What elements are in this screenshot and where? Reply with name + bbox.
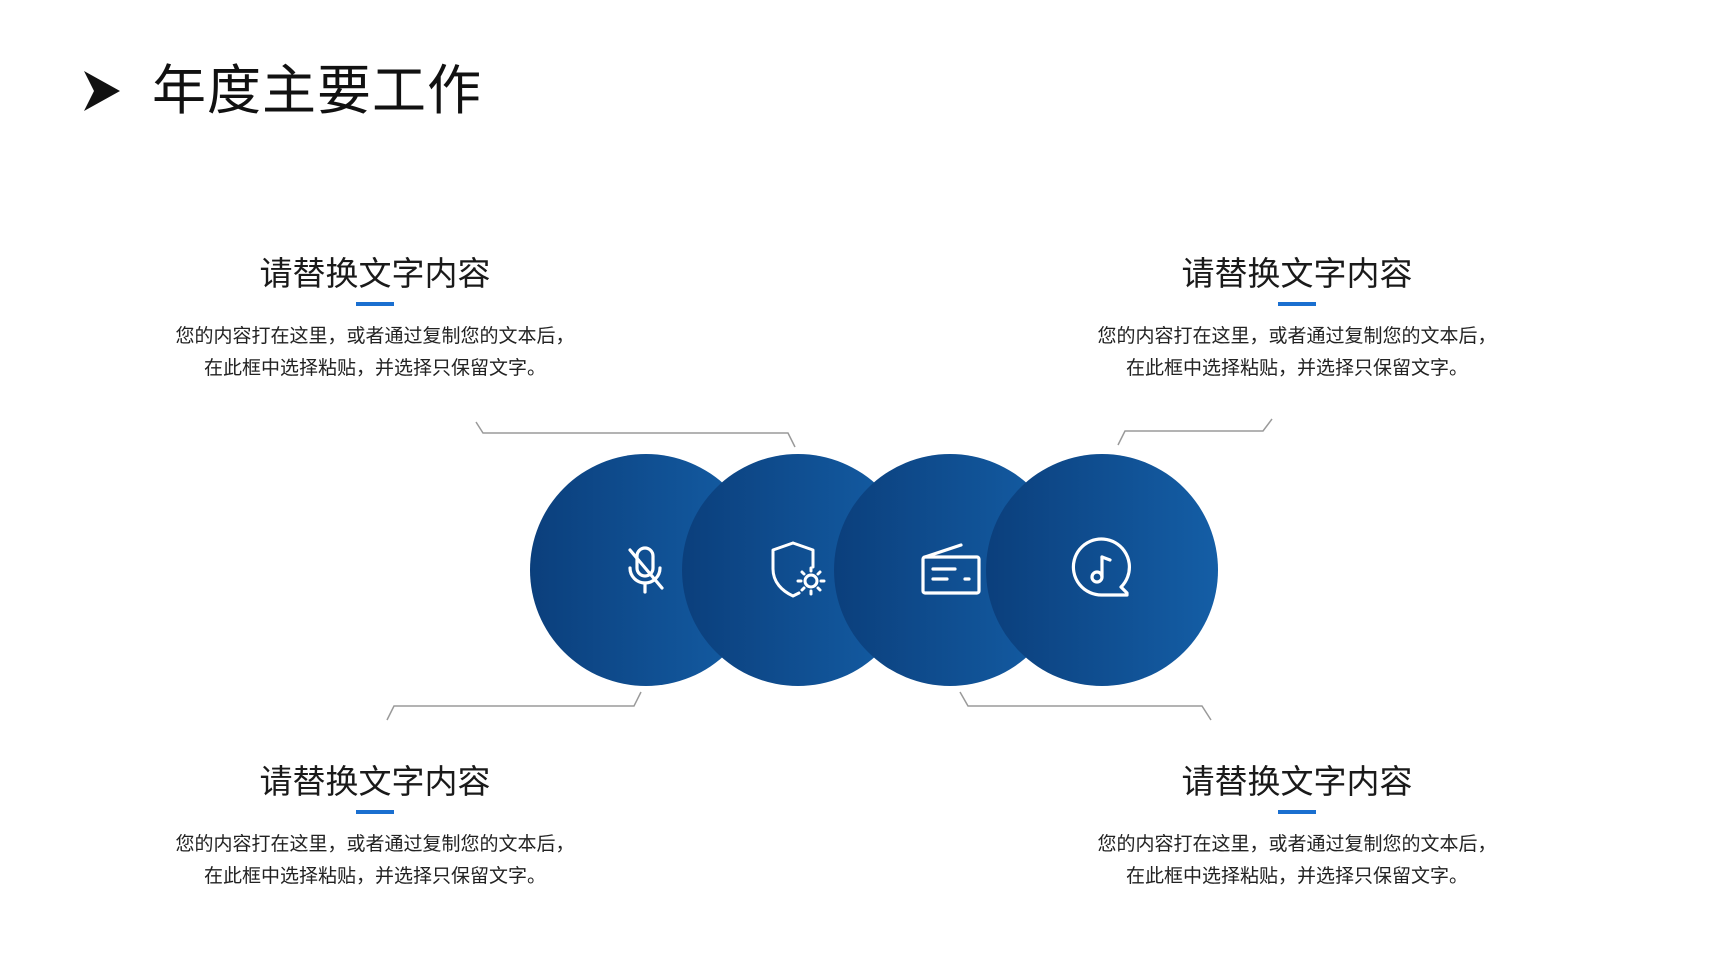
block-heading: 请替换文字内容: [259, 762, 491, 801]
text-block-bottom-right: 请替换文字内容 您的内容打在这里，或者通过复制您的文本后， 在此框中选择粘贴，并…: [1067, 762, 1527, 892]
text-block-bottom-left: 请替换文字内容 您的内容打在这里，或者通过复制您的文本后， 在此框中选择粘贴，并…: [145, 762, 605, 892]
block-heading: 请替换文字内容: [1181, 254, 1413, 293]
heading-underline: [1278, 809, 1316, 814]
connector-bottom-right: [959, 691, 1212, 721]
block-body-line-2: 在此框中选择粘贴，并选择只保留文字。: [1125, 864, 1468, 887]
block-body-line-1: 您的内容打在这里，或者通过复制您的文本后，: [175, 832, 575, 855]
connector-bottom-left: [386, 691, 642, 721]
shield-settings-icon: [771, 541, 826, 598]
microphone-off-icon: [628, 546, 664, 594]
block-body: 您的内容打在这里，或者通过复制您的文本后， 在此框中选择粘贴，并选择只保留文字。: [1067, 828, 1527, 892]
block-body-line-2: 在此框中选择粘贴，并选择只保留文字。: [203, 356, 546, 379]
heading-underline: [356, 301, 394, 306]
block-body: 您的内容打在这里，或者通过复制您的文本后， 在此框中选择粘贴，并选择只保留文字。: [145, 320, 605, 384]
block-heading: 请替换文字内容: [259, 254, 491, 293]
heading-underline: [356, 809, 394, 814]
block-body: 您的内容打在这里，或者通过复制您的文本后， 在此框中选择粘贴，并选择只保留文字。: [1067, 320, 1527, 384]
block-heading: 请替换文字内容: [1181, 762, 1413, 801]
block-body-line-2: 在此框中选择粘贴，并选择只保留文字。: [203, 864, 546, 887]
connector-top-right: [1117, 418, 1273, 446]
text-block-top-left: 请替换文字内容 您的内容打在这里，或者通过复制您的文本后， 在此框中选择粘贴，并…: [145, 254, 605, 384]
title-bar: 年度主要工作: [82, 56, 482, 126]
block-body-line-1: 您的内容打在这里，或者通过复制您的文本后，: [1097, 832, 1497, 855]
arrowhead-icon: [84, 71, 120, 111]
block-body-line-1: 您的内容打在这里，或者通过复制您的文本后，: [1097, 324, 1497, 347]
music-chat-icon: [1071, 537, 1131, 597]
page-title: 年度主要工作: [152, 59, 482, 122]
heading-underline: [1278, 301, 1316, 306]
block-body-line-2: 在此框中选择粘贴，并选择只保留文字。: [1125, 356, 1468, 379]
radio-icon: [921, 543, 981, 595]
connector-top-left: [475, 421, 796, 448]
text-block-top-right: 请替换文字内容 您的内容打在这里，或者通过复制您的文本后， 在此框中选择粘贴，并…: [1067, 254, 1527, 384]
circle-4: [986, 454, 1218, 686]
block-body-line-1: 您的内容打在这里，或者通过复制您的文本后，: [175, 324, 575, 347]
block-body: 您的内容打在这里，或者通过复制您的文本后， 在此框中选择粘贴，并选择只保留文字。: [145, 828, 605, 892]
